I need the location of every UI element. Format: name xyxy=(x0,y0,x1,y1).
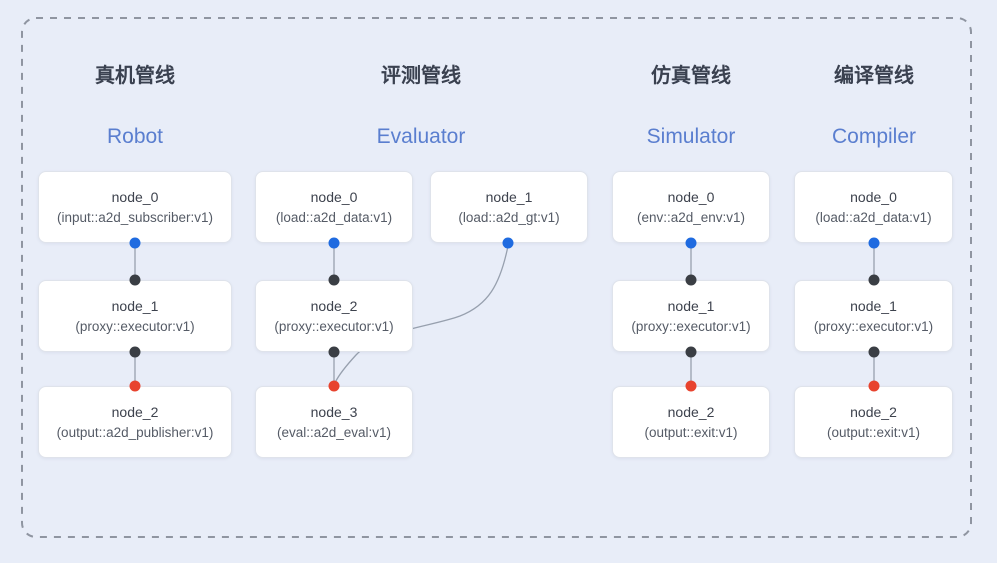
node-name: node_2 xyxy=(850,403,897,420)
simulator-node-2: node_2 (output::exit:v1) xyxy=(612,386,770,458)
node-type: (proxy::executor:v1) xyxy=(274,318,394,334)
evaluator-node-0: node_0 (load::a2d_data:v1) xyxy=(255,171,413,243)
pipeline-title-en-robot: Robot xyxy=(106,125,164,148)
compiler-node-1: node_1 (proxy::executor:v1) xyxy=(794,280,953,352)
node-name: node_1 xyxy=(667,297,715,314)
simulator-node-1: node_1 (proxy::executor:v1) xyxy=(612,280,770,352)
pipeline-title-zh-evaluator: 评测管线 xyxy=(381,65,461,87)
pipeline-title-zh-compiler: 编译管线 xyxy=(834,65,914,87)
node-type: (output::exit:v1) xyxy=(644,424,738,440)
robot-node-2: node_2 (output::a2d_publisher:v1) xyxy=(38,386,232,458)
evaluator-node-1: node_1 (load::a2d_gt:v1) xyxy=(430,171,588,243)
evaluator-node-3: node_3 (eval::a2d_eval:v1) xyxy=(255,386,413,458)
node-type: (proxy::executor:v1) xyxy=(813,318,934,334)
node-type: (load::a2d_gt:v1) xyxy=(458,209,560,225)
node-type: (load::a2d_data:v1) xyxy=(815,209,932,225)
evaluator-node-2: node_2 (proxy::executor:v1) xyxy=(255,280,413,352)
node-type: (input::a2d_subscriber:v1) xyxy=(56,209,214,225)
node-name: node_1 xyxy=(485,188,533,205)
node-name: node_3 xyxy=(310,403,358,420)
node-type: (output::a2d_publisher:v1) xyxy=(56,424,214,440)
pipeline-title-en-evaluator: Evaluator xyxy=(376,125,466,148)
node-name: node_0 xyxy=(850,188,897,205)
pipeline-title-zh-robot: 真机管线 xyxy=(95,65,175,87)
robot-node-1: node_1 (proxy::executor:v1) xyxy=(38,280,232,352)
node-type: (eval::a2d_eval:v1) xyxy=(276,424,392,440)
node-type: (proxy::executor:v1) xyxy=(631,318,751,334)
node-name: node_2 xyxy=(310,297,358,314)
dashed-container-border xyxy=(21,17,972,538)
node-type: (proxy::executor:v1) xyxy=(75,318,195,334)
node-name: node_0 xyxy=(111,188,159,205)
compiler-node-0: node_0 (load::a2d_data:v1) xyxy=(794,171,953,243)
node-type: (env::a2d_env:v1) xyxy=(636,209,746,225)
compiler-node-2: node_2 (output::exit:v1) xyxy=(794,386,953,458)
node-name: node_1 xyxy=(850,297,897,314)
pipeline-title-zh-simulator: 仿真管线 xyxy=(651,65,731,87)
pipeline-title-en-compiler: Compiler xyxy=(831,125,917,148)
node-name: node_1 xyxy=(111,297,159,314)
node-type: (output::exit:v1) xyxy=(826,424,921,440)
node-type: (load::a2d_data:v1) xyxy=(275,209,393,225)
node-name: node_2 xyxy=(111,403,159,420)
pipeline-title-en-simulator: Simulator xyxy=(646,125,736,148)
node-name: node_0 xyxy=(667,188,715,205)
node-name: node_0 xyxy=(310,188,358,205)
node-name: node_2 xyxy=(667,403,715,420)
simulator-node-0: node_0 (env::a2d_env:v1) xyxy=(612,171,770,243)
robot-node-0: node_0 (input::a2d_subscriber:v1) xyxy=(38,171,232,243)
